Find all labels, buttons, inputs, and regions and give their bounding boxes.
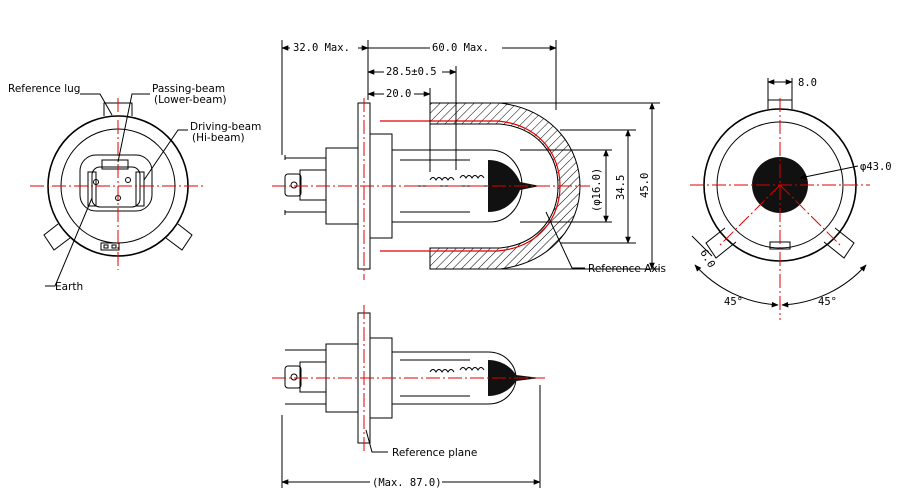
dim-43: φ43.0	[860, 161, 892, 173]
terminal	[284, 173, 302, 197]
passing-beam-leader	[117, 93, 150, 163]
label-earth: Earth	[55, 281, 83, 293]
label-passing-beam-sub: (Lower-beam)	[154, 94, 227, 106]
earth-leader	[45, 197, 93, 287]
dim-20: 20.0	[386, 88, 411, 100]
dim-87: (Max. 87.0)	[372, 477, 442, 489]
bottom-tab	[100, 242, 120, 251]
reference-lug-leader	[80, 93, 113, 116]
dim-34-5: 34.5	[615, 175, 627, 200]
front-view: 8.0 φ43.0 6.0 45° 45°	[690, 77, 892, 320]
side-lug-right	[165, 223, 193, 251]
label-reference-plane: Reference plane	[392, 447, 477, 459]
dim-60: 60.0 Max.	[432, 42, 489, 54]
front-lug-right	[823, 227, 855, 259]
driving-beam-leader	[143, 129, 188, 181]
earth-pin	[87, 171, 97, 207]
dim-8: 8.0	[798, 77, 817, 89]
dim-45: 45.0	[639, 173, 651, 198]
side-lug-left	[43, 223, 71, 251]
base-plate	[79, 154, 153, 212]
reference-axis-leader	[545, 211, 585, 269]
reference-plane-leader	[365, 429, 388, 453]
base-end-view: Reference lug Passing-beam (Lower-beam) …	[8, 83, 261, 293]
side-view-top: 32.0 Max. 60.0 Max. 28.5±0.5 20.0 (φ16.0…	[272, 40, 666, 280]
passing-beam-pin	[101, 159, 129, 170]
filament-high	[459, 175, 485, 179]
dim-32: 32.0 Max.	[293, 42, 350, 54]
label-passing-beam: Passing-beam	[152, 83, 225, 95]
label-reference-lug: Reference lug	[8, 83, 80, 95]
side-view-bottom: Reference plane (Max. 87.0)	[272, 305, 545, 489]
dim-6: 6.0	[697, 248, 717, 270]
label-reference-axis: Reference Axis	[588, 263, 666, 275]
dim-28-5: 28.5±0.5	[386, 66, 437, 78]
angle-right: 45°	[818, 296, 837, 308]
label-driving-beam: Driving-beam	[190, 121, 261, 133]
angle-arc-right	[781, 264, 867, 308]
filament-low	[429, 177, 455, 181]
label-driving-beam-sub: (Hi-beam)	[192, 132, 245, 144]
dim-16: (φ16.0)	[591, 168, 603, 212]
front-lug-left	[705, 227, 737, 259]
angle-arc-left	[694, 264, 779, 308]
angle-left: 45°	[724, 296, 743, 308]
driving-beam-pin	[135, 171, 145, 207]
